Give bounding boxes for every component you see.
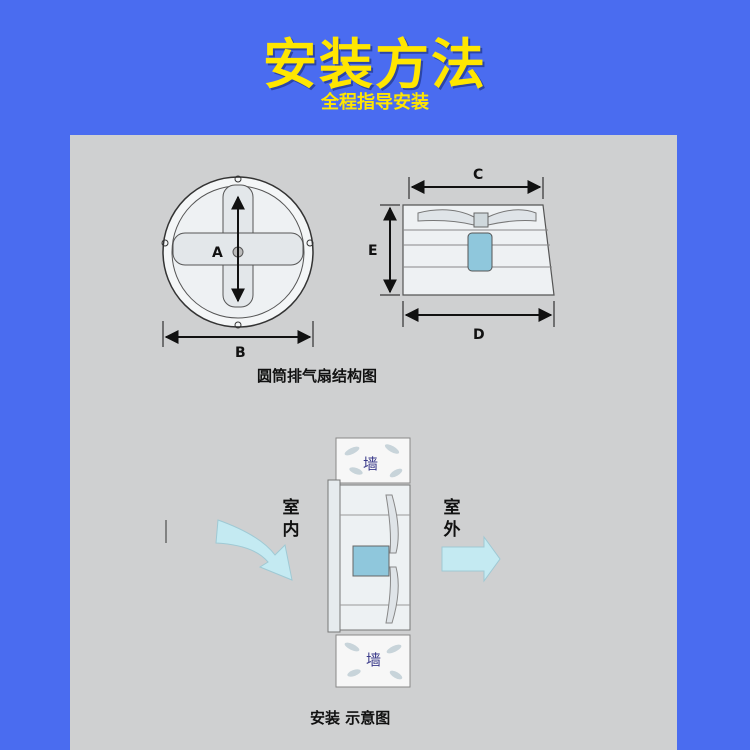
install-caption: 安装 示意图 — [310, 709, 391, 727]
install-flange — [327, 479, 341, 633]
screw-top — [234, 175, 242, 183]
indoor-arrow — [215, 519, 293, 581]
screw-right — [306, 239, 314, 247]
install-blade-bottom — [385, 566, 399, 624]
structure-caption: 圆筒排气扇结构图 — [257, 367, 378, 385]
dim-label-e: E — [368, 243, 378, 259]
side-motor — [467, 232, 493, 272]
wall-label-top: 墙 — [363, 455, 378, 473]
indoor-label: 室内 — [282, 498, 300, 540]
dim-label-b: B — [235, 345, 246, 361]
outdoor-arrow — [441, 535, 501, 583]
screw-left — [161, 239, 169, 247]
front-view: A B — [161, 175, 314, 361]
install-view: 墙 墙 — [165, 437, 501, 688]
dim-label-d: D — [473, 327, 485, 343]
diagram-svg: A B C E — [161, 167, 555, 688]
side-view: C E D — [368, 167, 555, 343]
dim-label-c: C — [473, 167, 483, 183]
screw-bottom — [234, 321, 242, 329]
outdoor-label: 室外 — [443, 498, 461, 540]
install-blade-top — [385, 494, 399, 554]
wall-label-bottom: 墙 — [366, 651, 381, 669]
side-shaft — [473, 212, 489, 228]
dim-label-a: A — [212, 245, 223, 261]
install-motor — [352, 545, 390, 577]
page-subtitle: 全程指导安装 — [321, 92, 429, 113]
diagram-panel: A B C E — [70, 135, 677, 750]
page-title: 安装方法 — [263, 33, 487, 96]
side-blade-right — [487, 209, 537, 226]
header: 安装方法 全程指导安装 — [0, 0, 750, 130]
